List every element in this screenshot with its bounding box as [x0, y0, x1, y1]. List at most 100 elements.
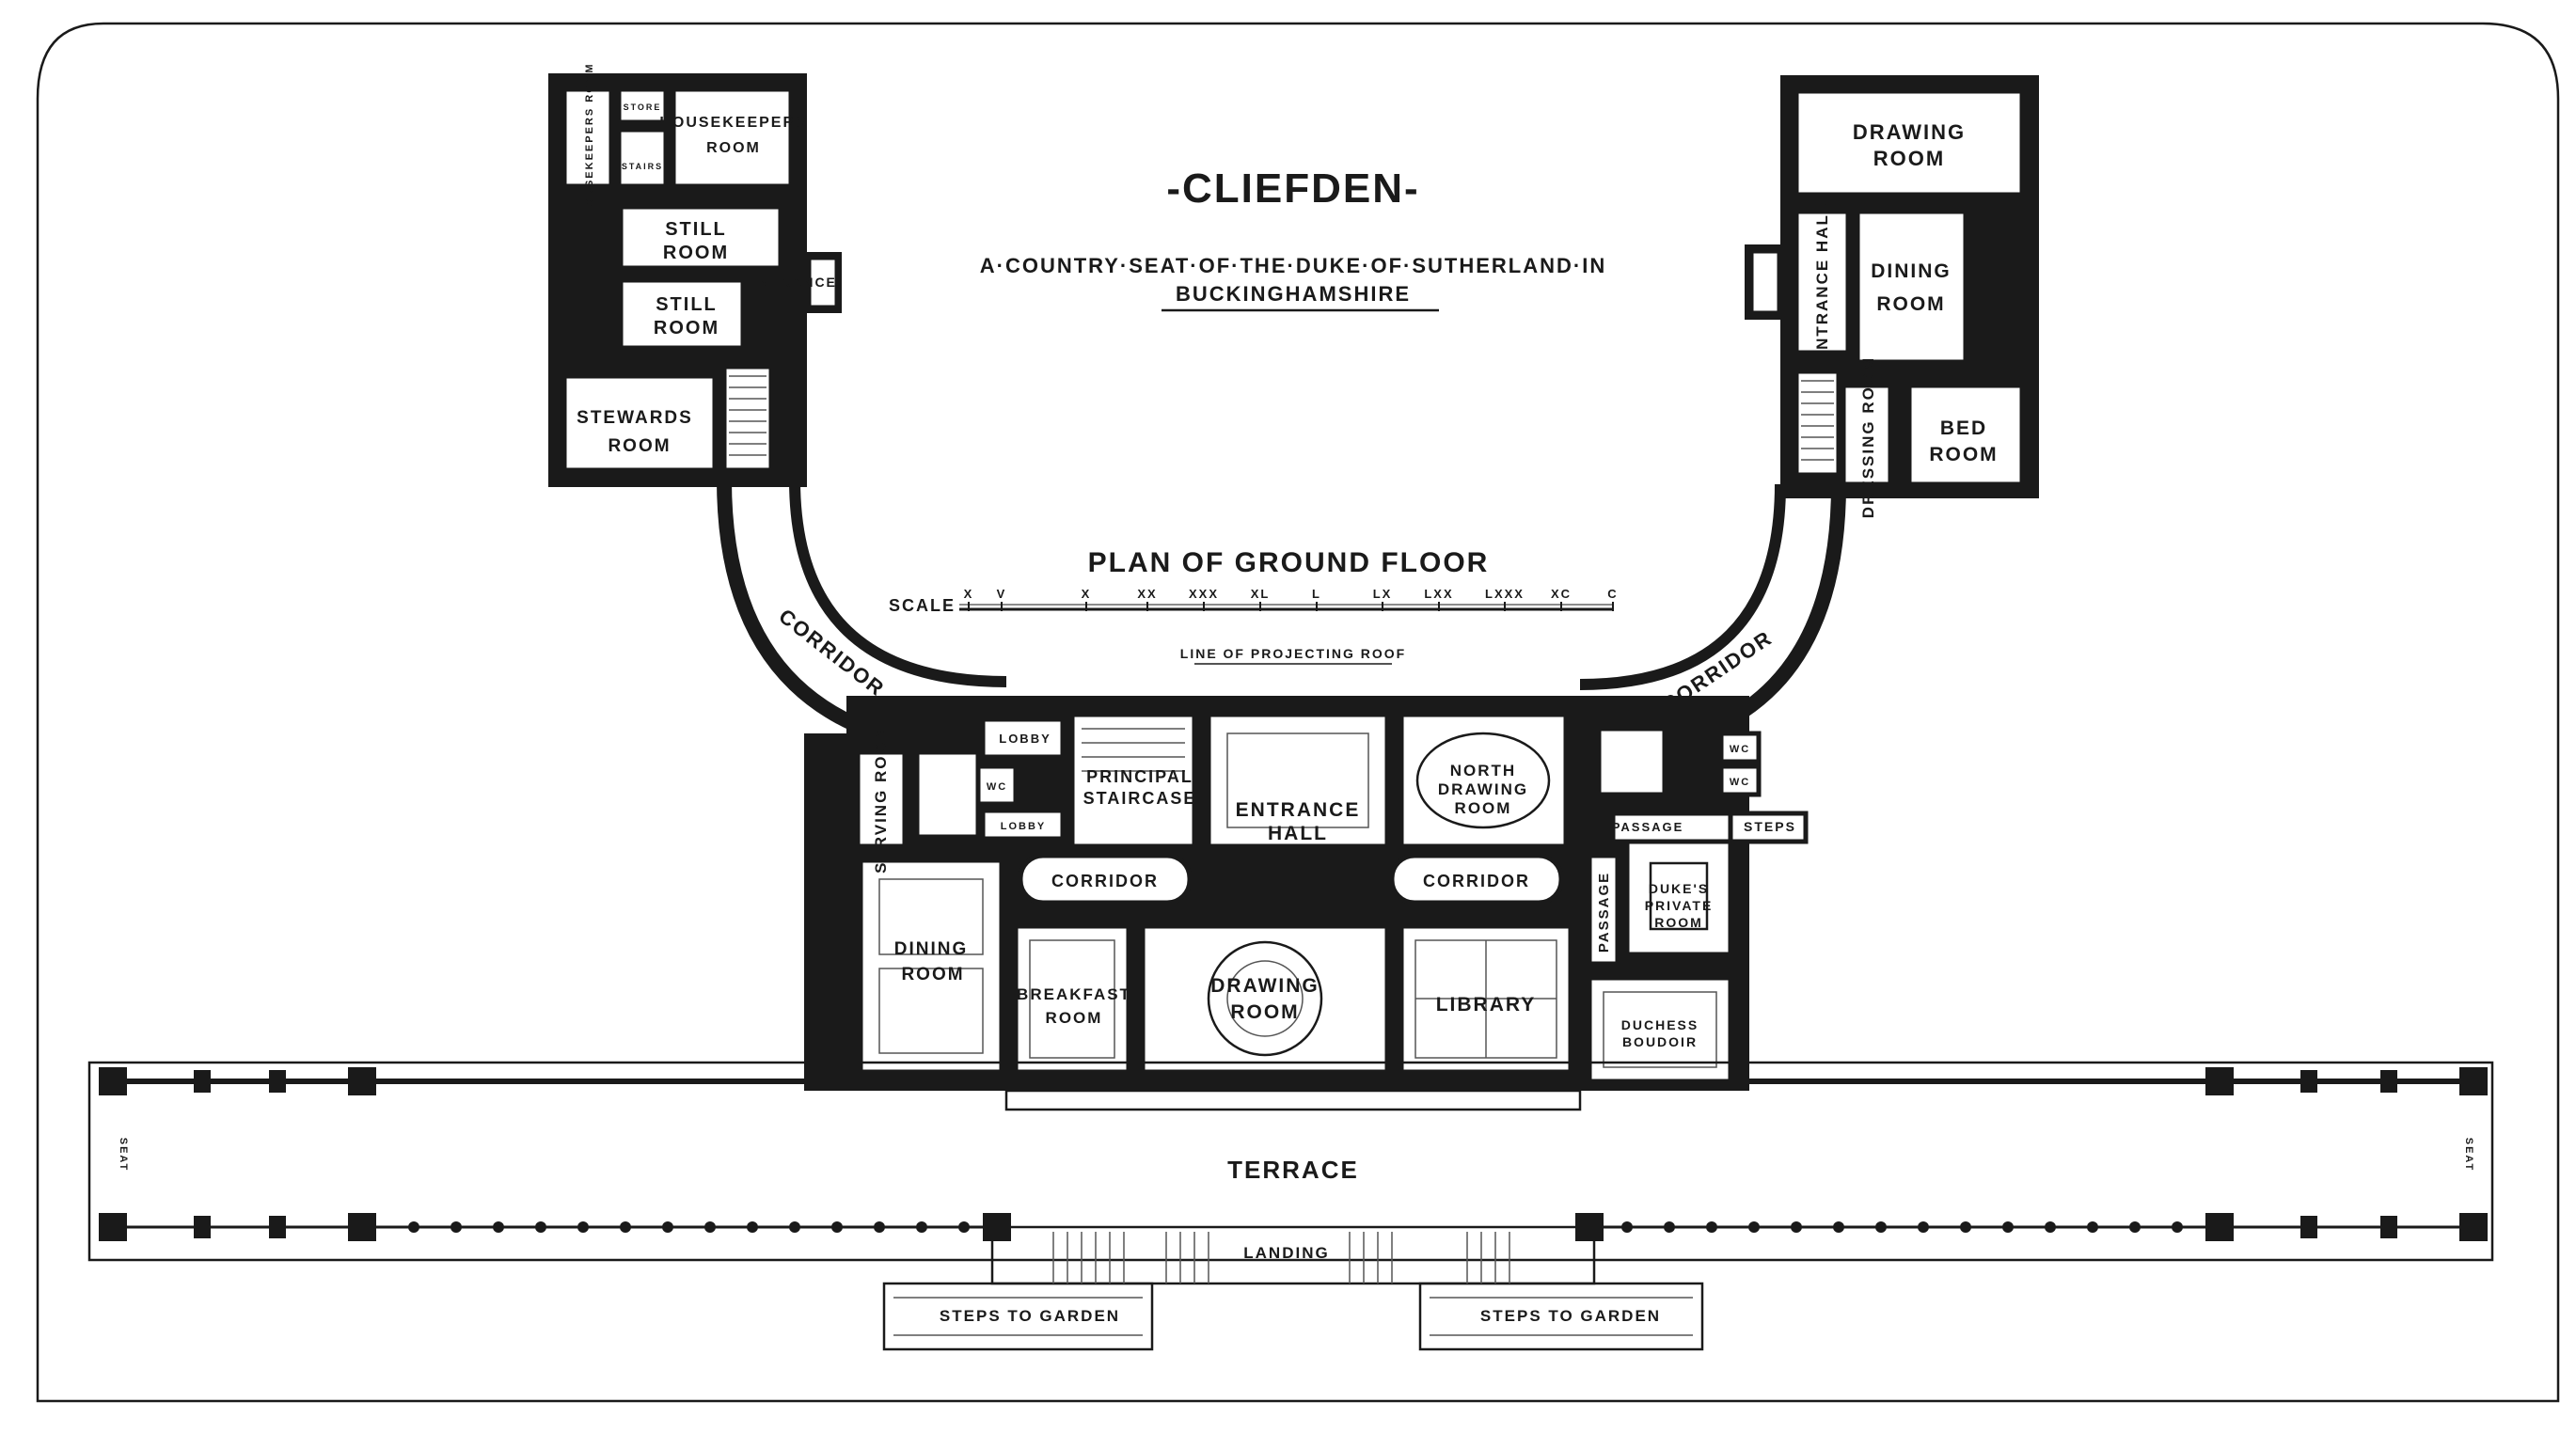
- label-east-drawing-room-1: DRAWING: [1853, 120, 1966, 144]
- east-corridor-inner: [1579, 483, 1786, 690]
- label-main-drawing-room-2: ROOM: [1230, 1001, 1299, 1023]
- terrace-post: [408, 1221, 419, 1233]
- label-dressing-room: DRESSING ROOM: [1859, 356, 1877, 518]
- scale-label: SCALE: [889, 596, 956, 615]
- terrace-pier: [2205, 1213, 2234, 1241]
- label-steps-to-garden-west: STEPS TO GARDEN: [940, 1307, 1120, 1325]
- terrace-pier-small: [2380, 1216, 2397, 1238]
- scale-mark: LX: [1373, 587, 1393, 601]
- label-breakfast-room-1: BREAKFAST: [1017, 985, 1131, 1003]
- label-lobby-top: LOBBY: [999, 732, 1051, 746]
- label-wc-east-2: WC: [1730, 777, 1750, 788]
- terrace-pier-small: [194, 1070, 211, 1093]
- label-dukes-room-1: DUKE'S: [1649, 881, 1709, 896]
- terrace-post: [662, 1221, 673, 1233]
- main-block: LINE OF PROJECTING ROOF: [804, 646, 1809, 1111]
- label-passage-side: PASSAGE: [1596, 872, 1612, 953]
- terrace-post: [1748, 1221, 1760, 1233]
- label-corridor-west: CORRIDOR: [1051, 872, 1159, 890]
- west-corridor-inner: [789, 479, 1007, 687]
- label-stewards-room-1: STEWARDS: [577, 408, 693, 428]
- label-duchess-boudoir-2: BOUDOIR: [1622, 1034, 1698, 1049]
- label-east-entrance-hall: ENTRANCE HALL: [1813, 202, 1831, 363]
- label-steps-to-garden-east: STEPS TO GARDEN: [1480, 1307, 1661, 1325]
- terrace-post: [620, 1221, 631, 1233]
- label-bed-room-1: BED: [1940, 417, 1987, 439]
- terrace-post: [831, 1221, 843, 1233]
- label-still-room-2b: ROOM: [654, 318, 719, 339]
- terrace-pier-small: [194, 1216, 211, 1238]
- terrace: [87, 1061, 2494, 1351]
- terrace-pier: [2459, 1067, 2488, 1095]
- label-breakfast-room-2: ROOM: [1046, 1009, 1103, 1027]
- label-main-drawing-room-1: DRAWING: [1210, 975, 1320, 997]
- scale-mark: C: [1607, 587, 1618, 601]
- terrace-post: [577, 1221, 589, 1233]
- terrace-pier-small: [2380, 1070, 2397, 1093]
- label-duchess-boudoir-1: DUCHESS: [1621, 1017, 1699, 1032]
- west-wing: [548, 73, 842, 487]
- label-dukes-room-2: PRIVATE: [1645, 898, 1714, 913]
- plan-title: PLAN OF GROUND FLOOR: [1088, 547, 1490, 578]
- terrace-pier: [348, 1213, 376, 1241]
- label-seat-west: SEAT: [118, 1138, 129, 1173]
- label-stairs: STAIRS: [622, 162, 663, 171]
- label-north-drawing-room-2: DRAWING: [1438, 780, 1528, 798]
- label-principal-staircase-2: STAIRCASE: [1083, 789, 1197, 808]
- scale-mark: LXXX: [1485, 587, 1525, 601]
- terrace-post: [1621, 1221, 1633, 1233]
- terrace-post: [747, 1221, 758, 1233]
- label-east-dining-room-1: DINING: [1871, 260, 1952, 282]
- label-principal-staircase-1: PRINCIPAL: [1086, 767, 1193, 786]
- scale-mark: L: [1312, 587, 1321, 601]
- scale-mark: V: [997, 587, 1007, 601]
- terrace-pier: [348, 1067, 376, 1095]
- terrace-post: [535, 1221, 546, 1233]
- scale-mark: XL: [1251, 587, 1271, 601]
- label-corridor-east: CORRIDOR: [1423, 872, 1530, 890]
- label-stewards-room-2: ROOM: [608, 436, 671, 456]
- scale-mark: LXX: [1424, 587, 1453, 601]
- label-main-dining-room-2: ROOM: [901, 965, 964, 984]
- label-store: STORE: [624, 102, 662, 112]
- scale-mark: XC: [1551, 587, 1572, 601]
- label-landing: LANDING: [1243, 1244, 1329, 1262]
- label-main-entrance-hall-2: HALL: [1268, 823, 1328, 844]
- page-frame: [36, 22, 2560, 1403]
- label-lobby-bottom: LOBBY: [1001, 821, 1047, 832]
- terrace-post: [874, 1221, 885, 1233]
- terrace-post: [1833, 1221, 1844, 1233]
- terrace-pier: [99, 1067, 127, 1095]
- terrace-pier-small: [269, 1070, 286, 1093]
- terrace-pier: [2459, 1213, 2488, 1241]
- label-housekeepers-room-1: HOUSEKEEPERS: [659, 115, 807, 131]
- terrace-post: [2087, 1221, 2098, 1233]
- scale-mark: X: [964, 587, 974, 601]
- terrace-post: [1664, 1221, 1675, 1233]
- label-bed-room-2: ROOM: [1929, 444, 1998, 465]
- label-terrace: TERRACE: [1227, 1156, 1359, 1184]
- label-still-room-1a: STILL: [665, 219, 727, 240]
- label-serving-room: SERVING ROOM: [872, 725, 890, 874]
- terrace-post: [2045, 1221, 2056, 1233]
- label-dukes-room-3: ROOM: [1654, 915, 1703, 930]
- label-main-entrance-hall-1: ENTRANCE: [1236, 799, 1361, 821]
- east-wing: [1745, 75, 2039, 498]
- terrace-post: [1918, 1221, 1929, 1233]
- label-north-drawing-room-3: ROOM: [1455, 799, 1512, 817]
- terrace-post: [2002, 1221, 2014, 1233]
- label-east-drawing-room-2: ROOM: [1873, 147, 1945, 170]
- label-still-room-1b: ROOM: [663, 243, 729, 263]
- terrace-post: [1875, 1221, 1887, 1233]
- terrace-pier: [99, 1213, 127, 1241]
- terrace-post: [450, 1221, 462, 1233]
- label-passage-top: PASSAGE: [1612, 820, 1684, 834]
- label-housekeepers-room-small: HOUSEKEEPERS ROOM: [584, 63, 595, 216]
- terrace-pier-small: [269, 1216, 286, 1238]
- label-north-drawing-room-1: NORTH: [1450, 762, 1516, 779]
- terrace-pier: [2205, 1067, 2234, 1095]
- terrace-post: [704, 1221, 716, 1233]
- scale-mark: XX: [1137, 587, 1157, 601]
